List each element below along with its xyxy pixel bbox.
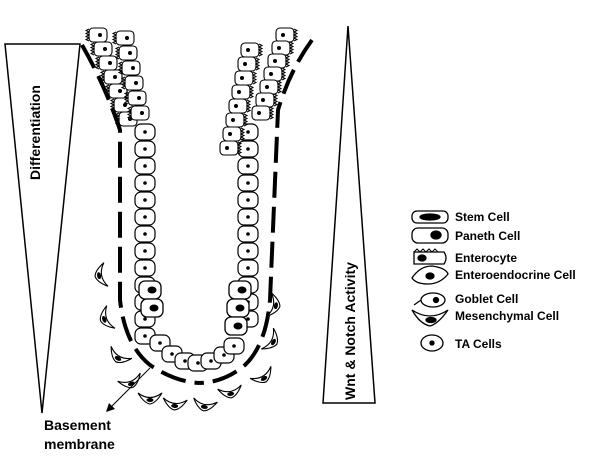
mesenchymal-cell [249,366,272,384]
mesenchymal-cell [193,397,218,412]
ta-cell [134,140,156,158]
ta-cell [134,242,156,260]
enterocyte [267,53,291,69]
ta-cell [237,242,259,260]
legend-label-stem-cell: Stem Cell [455,210,510,224]
ta-cell [223,337,245,355]
annotation-arrow-line [109,367,151,409]
wnt-notch-label: Wnt & Notch Activity [342,262,358,400]
legend-label-paneth-cell: Paneth Cell [455,229,520,243]
legend-labels: Stem Cell Paneth Cell Enterocyte Enteroe… [455,210,576,351]
mesenchymal-cell [117,372,141,389]
stem-cell-icon [411,210,449,224]
enterocyte [228,98,252,114]
legend [411,210,449,352]
legend-label-enteroendocrine: Enteroendocrine Cell [455,268,576,282]
enterocyte [234,70,258,86]
enterocyte [123,90,147,106]
mesenchymal-cell [266,292,281,317]
ta-cell [134,191,156,209]
enterocyte [222,126,246,142]
enterocyte [126,105,150,121]
ta-cell [134,123,156,141]
legend-label-enterocyte: Enterocyte [455,251,517,265]
differentiation-label: Differentiation [27,85,43,180]
ta-cell [134,174,156,192]
enterocyte [94,55,118,71]
enterocyte [240,42,264,58]
enterocyte [259,79,283,95]
enterocyte [117,60,141,76]
annotation-line2: membrane [44,436,115,452]
enterocyte [231,84,255,100]
ta-cell [134,259,156,277]
mesenchymal-cell [137,392,163,405]
enterocyte [114,45,138,61]
paneth-cell [224,316,248,336]
ta-cell [237,174,259,192]
legend-label-mesenchymal-cell: Mesenchymal Cell [455,309,559,323]
annotation-arrow-head [106,403,115,412]
basement-membrane [80,38,314,385]
ta-cell [237,191,259,209]
wnt-notch-wedge [322,25,376,404]
paneth-cell [140,298,164,318]
differentiation-gradient: Differentiation [4,43,81,414]
enterocyte [111,30,135,46]
enterocyte [219,140,243,156]
mesenchymal-cell [110,346,133,364]
mesenchymal-cell [261,327,279,350]
enterocyte [89,41,113,57]
enterocyte [255,92,279,108]
enterocyte [225,112,249,128]
annotation-line1: Basement [44,417,111,433]
differentiation-wedge [4,43,81,414]
ta-cell [149,334,171,352]
ta-cell [237,157,259,175]
enterocyte [271,40,295,56]
enterocyte [275,27,299,43]
paneth-cell [226,298,250,318]
basement-membrane-left [80,44,201,385]
enterocyte [120,75,144,91]
ta-cell [134,157,156,175]
enterocyte [237,56,261,72]
mesenchymal-cell-icon [411,309,449,327]
ta-cell [134,208,156,226]
mesenchymal-cell [162,397,188,411]
wnt-notch-gradient: Wnt & Notch Activity [322,25,376,404]
ta-cell-icon [420,334,444,352]
goblet-cell-icon [413,292,446,308]
ta-cell [134,225,156,243]
ta-cell [237,208,259,226]
enterocyte [251,105,275,121]
mesenchyme [94,262,281,412]
ta-cell [237,259,259,277]
enterocyte [263,66,287,82]
mesenchymal-cell [94,262,109,287]
legend-label-ta-cells: TA Cells [455,337,502,351]
enterocyte [84,27,108,43]
mesenchymal-cell [99,305,116,329]
enterocyte-icon [413,248,447,265]
basement-membrane-right [199,38,314,385]
legend-label-goblet-cell: Goblet Cell [455,292,518,306]
enteroendocrine-cell-icon [411,265,449,285]
mesenchymal-cell [217,384,242,399]
paneth-cell-icon [411,227,449,244]
basement-membrane-annotation: Basement membrane [44,367,151,452]
paneth-cell [228,280,252,300]
crypt-epithelium [84,27,299,372]
paneth-cell [138,280,162,300]
ta-cell [237,225,259,243]
